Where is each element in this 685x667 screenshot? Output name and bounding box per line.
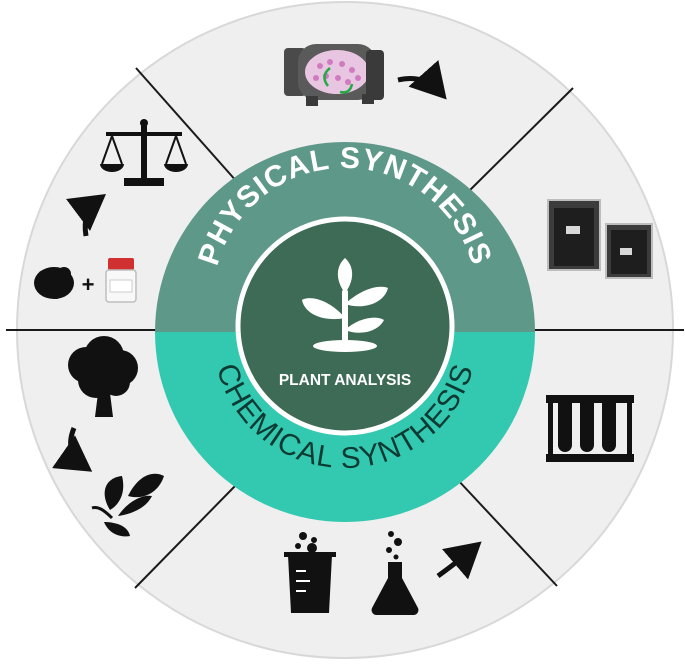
divider-upper-right xyxy=(466,87,574,194)
powder-plus-bottle-icon: + xyxy=(34,258,137,303)
sector-dividers xyxy=(6,67,684,589)
arrow-top xyxy=(397,60,447,100)
arrow-left-up xyxy=(65,193,106,237)
arrow-bottom xyxy=(436,541,482,580)
flask-and-beaker-icon xyxy=(284,531,419,615)
sprout-icon xyxy=(302,258,388,352)
balance-scale-icon xyxy=(100,119,188,186)
black-powder-bags-icon xyxy=(547,199,653,279)
divider-lower-right xyxy=(455,477,558,587)
divider-upper-left xyxy=(135,67,239,184)
plus-sign: + xyxy=(82,272,95,297)
divider-lower-left xyxy=(134,484,237,589)
tree-icon xyxy=(68,336,138,417)
center-label: PLANT ANALYSIS xyxy=(279,372,411,389)
test-tubes-rack-icon xyxy=(546,395,634,462)
leaves-icon xyxy=(91,473,164,537)
arrow-left-down xyxy=(52,427,93,472)
ball-mill-icon xyxy=(284,44,384,106)
